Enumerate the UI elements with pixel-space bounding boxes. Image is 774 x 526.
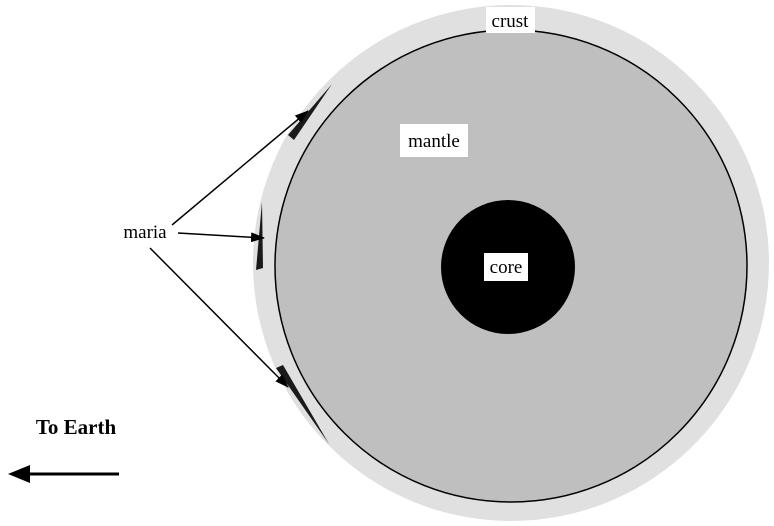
core-label: core	[484, 253, 528, 281]
mantle-label: mantle	[400, 124, 468, 157]
crust-label: crust	[486, 7, 535, 33]
mare-lower	[276, 365, 329, 444]
maria-arrow-middle	[177, 232, 265, 243]
to-earth-arrow-icon	[8, 465, 119, 483]
core-label-text: core	[490, 257, 523, 278]
to-earth-label: To Earth	[36, 415, 117, 439]
maria-label: maria	[123, 222, 167, 243]
mare-upper	[288, 84, 332, 140]
mantle-label-text: mantle	[408, 131, 460, 152]
maria-arrow-lower	[149, 247, 289, 388]
crust-label-text: crust	[492, 11, 530, 32]
maria-arrow-upper	[171, 110, 309, 226]
